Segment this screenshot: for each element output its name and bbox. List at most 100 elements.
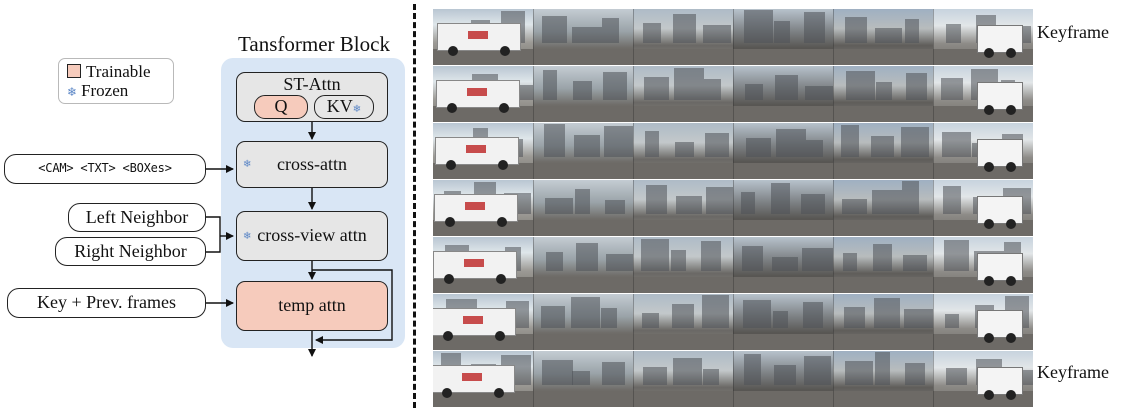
building xyxy=(641,239,669,271)
wheel xyxy=(984,390,994,400)
view-separator xyxy=(833,180,834,236)
camera-view xyxy=(633,66,733,122)
camera-view xyxy=(933,123,1033,179)
view-separator xyxy=(933,66,934,122)
camera-view xyxy=(933,237,1033,293)
camera-view xyxy=(733,66,833,122)
wheel xyxy=(984,48,994,58)
wheel xyxy=(1006,48,1016,58)
view-separator xyxy=(933,294,934,350)
building xyxy=(644,77,669,100)
view-separator xyxy=(533,294,534,350)
camera-view xyxy=(633,237,733,293)
wheel xyxy=(448,46,458,56)
truck-trailer xyxy=(437,23,521,56)
cross-view-attn-label: cross-view attn xyxy=(257,225,367,245)
camera-view xyxy=(533,66,633,122)
camera-view xyxy=(933,351,1033,407)
cross-view-attn-node: ❄ cross-view attn xyxy=(236,211,388,261)
building xyxy=(771,183,790,214)
truck-cab xyxy=(977,310,1023,343)
road xyxy=(433,334,533,350)
camera-view xyxy=(633,180,737,236)
view-separator xyxy=(533,66,534,122)
view-separator xyxy=(733,294,734,350)
view-separator xyxy=(633,351,634,407)
trailer-logo xyxy=(464,259,484,267)
building xyxy=(801,194,825,214)
trailer-logo xyxy=(468,31,488,39)
block-title: Tansformer Block xyxy=(238,32,390,56)
road xyxy=(633,163,733,179)
camera-view xyxy=(533,237,633,293)
building xyxy=(942,132,971,157)
truck-trailer xyxy=(435,137,519,170)
legend-trainable: Trainable xyxy=(67,63,151,81)
camera-view xyxy=(733,237,833,293)
building xyxy=(642,313,659,328)
building xyxy=(743,300,771,328)
building xyxy=(946,368,967,385)
building xyxy=(542,16,567,43)
truck-cab xyxy=(977,253,1023,286)
trailer-logo xyxy=(466,145,486,153)
camera-view xyxy=(833,66,933,122)
building xyxy=(542,360,573,385)
camera-view xyxy=(733,123,833,179)
camera-view xyxy=(933,294,1033,350)
wheel xyxy=(1006,333,1016,343)
wheel xyxy=(1006,105,1016,115)
road xyxy=(433,220,533,236)
road xyxy=(633,277,733,293)
building xyxy=(673,358,702,385)
wheel xyxy=(984,105,994,115)
q-projection: Q xyxy=(254,95,308,119)
building xyxy=(844,307,865,328)
building xyxy=(772,257,798,271)
building xyxy=(876,82,892,100)
building xyxy=(941,78,963,100)
building xyxy=(701,241,721,271)
road xyxy=(833,49,933,65)
view-separator xyxy=(633,66,634,122)
building xyxy=(572,27,602,43)
road xyxy=(533,277,633,293)
truck-trailer xyxy=(433,308,516,341)
wheel xyxy=(984,162,994,172)
road xyxy=(433,277,533,293)
road xyxy=(433,391,533,407)
wheel xyxy=(494,388,504,398)
wheel xyxy=(1006,390,1016,400)
building xyxy=(845,17,867,43)
truck-trailer xyxy=(433,251,517,284)
generated-frames-grid xyxy=(433,9,1033,407)
st-attn-node: ST-Attn Q KV❄ xyxy=(236,72,388,122)
building xyxy=(704,79,721,100)
camera-view xyxy=(433,351,533,407)
camera-view xyxy=(833,294,935,350)
wheel xyxy=(1006,162,1016,172)
building xyxy=(905,363,925,385)
building xyxy=(842,199,867,214)
snowflake-icon: ❄ xyxy=(243,231,252,242)
snowflake-icon: ❄ xyxy=(352,104,362,115)
cross-attn-node: ❄ cross-attn xyxy=(236,141,388,188)
building xyxy=(905,19,919,43)
camera-view xyxy=(933,66,1033,122)
camera-view xyxy=(433,237,533,293)
camera-view xyxy=(733,9,833,65)
road xyxy=(533,163,633,179)
building xyxy=(902,181,919,214)
view-separator xyxy=(833,351,834,407)
snowflake-icon: ❄ xyxy=(67,85,78,99)
building xyxy=(944,240,969,271)
building xyxy=(703,25,731,43)
camera-view xyxy=(633,351,733,407)
building xyxy=(703,369,719,385)
building xyxy=(541,306,565,328)
right-neighbor-input: Right Neighbor xyxy=(55,237,206,266)
wheel xyxy=(984,219,994,229)
wheel xyxy=(443,331,453,341)
road xyxy=(633,49,733,65)
building xyxy=(643,23,661,43)
